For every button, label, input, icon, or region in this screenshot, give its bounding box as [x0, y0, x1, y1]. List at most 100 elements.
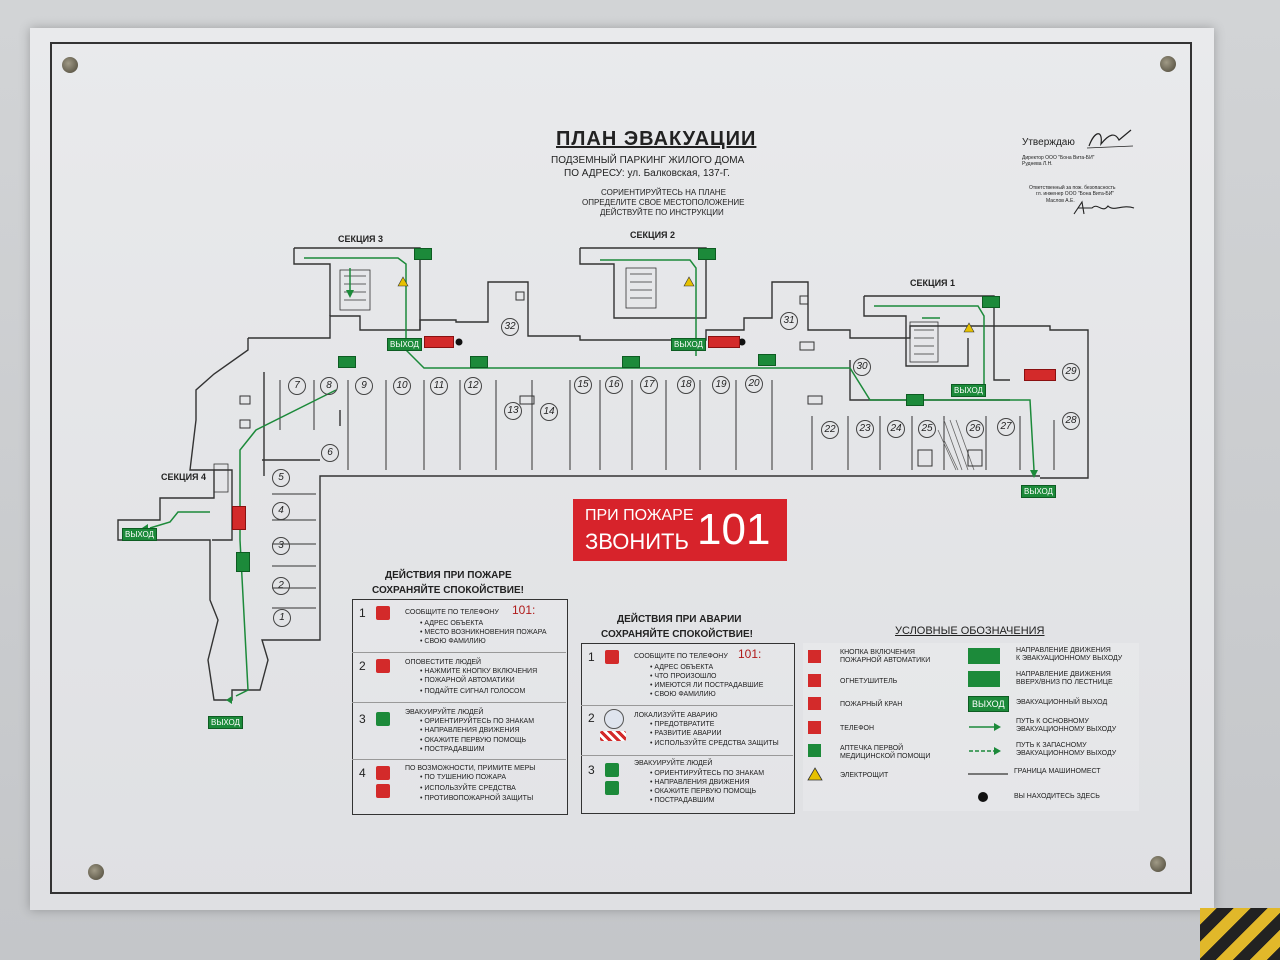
stair-flights — [213, 267, 939, 493]
screw-bottom-right — [1150, 856, 1166, 872]
fire-step-4-number: 4 — [359, 766, 366, 780]
fire-step-divider-1 — [352, 652, 566, 653]
parking-spot-7: 7 — [288, 377, 306, 395]
approval-responsible-1: Ответственный за пож. безопасность — [1029, 185, 1116, 191]
legend-left-4-line-1: ТЕЛЕФОН — [840, 725, 875, 732]
section-1-label: СЕКЦИЯ 1 — [910, 278, 956, 288]
fire-step-2-item-2: • ПОЖАРНОЙ АВТОМАТИКИ — [420, 677, 515, 684]
phone-icon — [605, 650, 619, 664]
exit-sign-section-1: ВЫХОД — [951, 384, 986, 397]
exit-sign-section-4: ВЫХОД — [122, 528, 157, 541]
fire-alarm-button-icon — [808, 650, 821, 663]
fire-step-2-title: ОПОВЕСТИТЕ ЛЮДЕЙ — [405, 659, 482, 666]
accident-step-3-title: ЭВАКУИРУЙТЕ ЛЮДЕЙ — [634, 760, 713, 767]
exit-direction-sign-1 — [338, 356, 356, 368]
fire-step-1-item-3: • СВОЮ ФАМИЛИЮ — [420, 638, 486, 645]
phone-icon — [376, 606, 390, 620]
parking-spot-30: 30 — [853, 358, 871, 376]
fire-step-3-item-4: • ПОСТРАДАВШИМ — [420, 746, 485, 753]
hazard-stripes-icon — [600, 731, 626, 741]
section-2-label: СЕКЦИЯ 2 — [630, 230, 676, 240]
parking-spot-11: 11 — [430, 377, 448, 395]
approval-responsible-3: Маслов А.Е. — [1046, 198, 1075, 204]
electrical-panel-markers — [397, 276, 975, 333]
fire-step-2-number: 2 — [359, 659, 366, 673]
fire-step-3-title: ЭВАКУИРУЙТЕ ЛЮДЕЙ — [405, 709, 484, 716]
approval-label: Утверждаю — [1022, 137, 1075, 148]
parking-spot-14: 14 — [540, 403, 558, 421]
accident-step-2-item-3: • ИСПОЛЬЗУЙТЕ СРЕДСТВА ЗАЩИТЫ — [650, 740, 779, 747]
parking-spot-9: 9 — [355, 377, 373, 395]
legend-right-7-line-1: ВЫ НАХОДИТЕСЬ ЗДЕСЬ — [1014, 793, 1100, 800]
accident-step-1-item-1: • АДРЕС ОБЪЕКТА — [650, 664, 714, 671]
parking-spot-31: 31 — [780, 312, 798, 330]
parking-spot-26: 26 — [966, 420, 984, 438]
exit-sign-east: ВЫХОД — [1021, 485, 1056, 498]
fire-extinguisher-icon — [808, 674, 821, 687]
legend-left-1-line-1: КНОПКА ВКЛЮЧЕНИЯ — [840, 649, 915, 656]
legend-right-5-line-1: ПУТЬ К ЗАПАСНОМУ — [1016, 742, 1087, 749]
fire-step-divider-2 — [352, 702, 566, 703]
fire-alarm-button-icon — [376, 659, 390, 673]
parking-spot-6: 6 — [321, 444, 339, 462]
legend-right-1-line-1: НАПРАВЛЕНИЕ ДВИЖЕНИЯ — [1016, 647, 1111, 654]
parking-spot-1: 1 — [273, 609, 291, 627]
parking-spot-5: 5 — [272, 469, 290, 487]
accident-actions-calm: СОХРАНЯЙТЕ СПОКОЙСТВИЕ! — [601, 629, 753, 640]
parking-spot-24: 24 — [887, 420, 905, 438]
parking-spot-25: 25 — [918, 420, 936, 438]
plan-title: ПЛАН ЭВАКУАЦИИ — [556, 128, 757, 150]
legend-right-5-line-2: ЭВАКУАЦИОННОМУ ВЫХОДУ — [1016, 750, 1117, 757]
gas-mask-icon — [604, 709, 624, 729]
section-3-label: СЕКЦИЯ 3 — [338, 234, 384, 244]
legend-left-3-line-1: ПОЖАРНЫЙ КРАН — [840, 701, 903, 708]
exit-sign-section-2: ВЫХОД — [671, 338, 706, 351]
legend-left-5-line-1: АПТЕЧКА ПЕРВОЙ — [840, 745, 904, 752]
plan-subtitle-1: ПОДЗЕМНЫЙ ПАРКИНГ ЖИЛОГО ДОМА — [551, 155, 745, 166]
board-frame — [50, 42, 1192, 894]
fire-step-2-item-1: • НАЖМИТЕ КНОПКУ ВКЛЮЧЕНИЯ — [420, 668, 538, 675]
fire-step-4-item-2: • ИСПОЛЬЗУЙТЕ СРЕДСТВА — [420, 785, 516, 792]
column-boxes — [239, 291, 983, 467]
accident-step-divider-2 — [581, 755, 793, 756]
exit-direction-sign-2 — [470, 356, 488, 368]
responsible-signature — [1073, 200, 1135, 215]
legend-right-6-line-1: ГРАНИЦА МАШИНОМЕСТ — [1014, 768, 1101, 775]
evacuation-board — [30, 28, 1214, 910]
fire-step-2-item-3: • ПОДАЙТЕ СИГНАЛ ГОЛОСОМ — [420, 688, 526, 695]
fire-call-banner: ПРИ ПОЖАРЕ ЗВОНИТЬ 101 — [573, 499, 787, 561]
accident-step-1-title: СООБЩИТЕ ПО ТЕЛЕФОНУ — [634, 653, 728, 660]
parking-spot-22: 22 — [821, 421, 839, 439]
fire-step-1-number: 1 — [359, 606, 366, 620]
screw-bottom-left — [88, 864, 104, 880]
parking-spot-32: 32 — [501, 318, 519, 336]
exit-direction-icon — [605, 763, 619, 777]
legend-right-1-line-2: К ЭВАКУАЦИОННОМУ ВЫХОДУ — [1016, 655, 1123, 662]
first-aid-icon — [605, 781, 619, 795]
parking-spot-17: 17 — [640, 376, 658, 394]
accident-step-divider-1 — [581, 705, 793, 706]
parking-spot-15: 15 — [574, 376, 592, 394]
accident-step-3-item-4: • ПОСТРАДАВШИМ — [650, 797, 715, 804]
legend-right-3-line-1: ЭВАКУАЦИОННЫЙ ВЫХОД — [1016, 699, 1108, 706]
parking-spot-3: 3 — [272, 537, 290, 555]
director-signature — [1086, 129, 1134, 149]
accident-step-1-number: 1 — [588, 650, 595, 664]
exit-direction-sign-4 — [758, 354, 776, 366]
accident-step-1-item-4: • СВОЮ ФАМИЛИЮ — [650, 691, 716, 698]
accident-step-2-title: ЛОКАЛИЗУЙТЕ АВАРИЮ — [634, 712, 718, 719]
legend-right-2-line-2: ВВЕРХ/ВНИЗ ПО ЛЕСТНИЦЕ — [1016, 679, 1113, 686]
legend-left-1-line-2: ПОЖАРНОЙ АВТОМАТИКИ — [840, 657, 931, 664]
fire-step-3-number: 3 — [359, 712, 366, 726]
accident-step-1-item-2: • ЧТО ПРОИЗОШЛО — [650, 673, 717, 680]
accident-step-2-number: 2 — [588, 711, 595, 725]
stairs-direction-icon — [968, 671, 1000, 687]
legend-right-2-line-1: НАПРАВЛЕНИЕ ДВИЖЕНИЯ — [1016, 671, 1111, 678]
legend-title: УСЛОВНЫЕ ОБОЗНАЧЕНИЯ — [895, 625, 1045, 637]
plan-instruction-3: ДЕЙСТВУЙТЕ ПО ИНСТРУКЦИИ — [600, 208, 724, 217]
accident-step-3-item-2: • НАПРАВЛЕНИЯ ДВИЖЕНИЯ — [650, 779, 750, 786]
fire-step-4-title: ПО ВОЗМОЖНОСТИ, ПРИМИТЕ МЕРЫ — [405, 765, 536, 772]
stairs-sign-1 — [414, 248, 432, 260]
fire-step-3-item-1: • ОРИЕНТИРУЙТЕСЬ ПО ЗНАКАМ — [420, 718, 535, 725]
parking-spot-20: 20 — [745, 375, 763, 393]
